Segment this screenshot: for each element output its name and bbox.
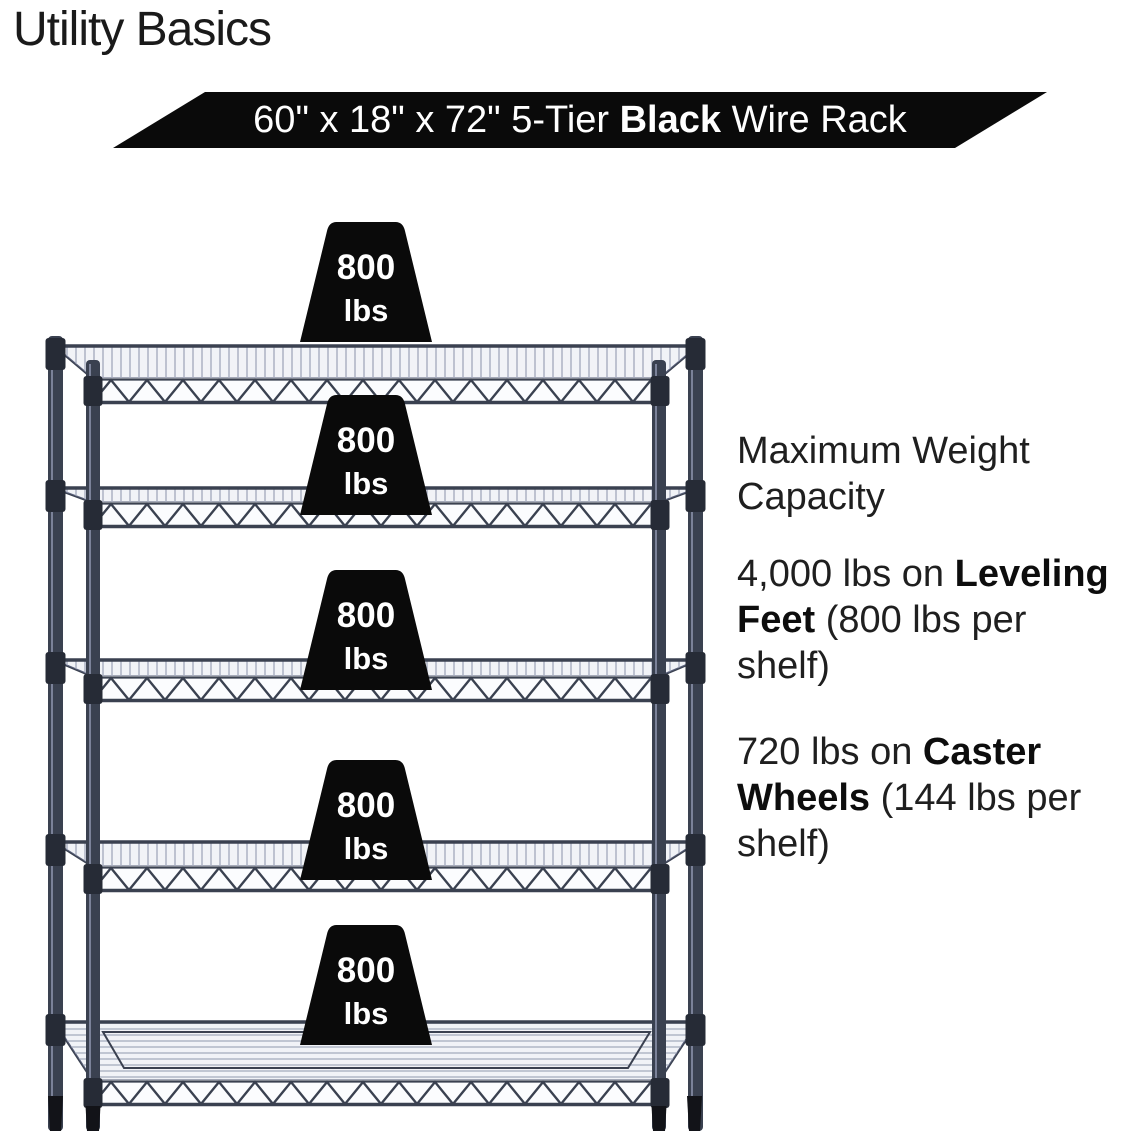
product-title: 60" x 18" x 72" 5-Tier Black Wire Rack (253, 98, 907, 141)
info-heading: Maximum Weight Capacity (737, 428, 1137, 520)
badge-weight-unit: lbs (344, 641, 389, 676)
weight-info-panel: Maximum Weight Capacity 4,000 lbs on Lev… (737, 428, 1137, 867)
product-title-banner: 60" x 18" x 72" 5-Tier Black Wire Rack (113, 92, 1047, 148)
weight-badge-shape (300, 925, 432, 1045)
front-right-post (652, 360, 666, 1131)
badge-weight-value: 800 (337, 596, 395, 635)
weight-badge-1: 800 lbs (300, 222, 432, 342)
weight-badge-shape (300, 760, 432, 880)
weight-badge-5: 800 lbs (300, 925, 432, 1045)
front-left-post (86, 360, 100, 1131)
brand-logo: Utility Basics™ (13, 0, 291, 57)
badge-weight-unit: lbs (344, 466, 389, 501)
back-left-post (48, 336, 63, 1131)
weight-badge-shape (300, 222, 432, 342)
weight-badge-4: 800 lbs (300, 760, 432, 880)
weight-badge-shape (300, 395, 432, 515)
badge-weight-value: 800 (337, 248, 395, 287)
weight-badge-2: 800 lbs (300, 395, 432, 515)
badge-weight-value: 800 (337, 421, 395, 460)
badge-weight-value: 800 (337, 786, 395, 825)
weight-badge-3: 800 lbs (300, 570, 432, 690)
info-heading-line: Capacity (737, 476, 885, 518)
badge-weight-value: 800 (337, 951, 395, 990)
badge-weight-unit: lbs (344, 996, 389, 1031)
post-collars (45, 338, 706, 1108)
back-right-post (688, 336, 703, 1131)
brand-name: Utility Basics (13, 3, 272, 56)
leveling-feet (48, 1096, 702, 1131)
trademark-symbol: ™ (273, 0, 291, 10)
badge-weight-unit: lbs (344, 831, 389, 866)
weight-badge-shape (300, 570, 432, 690)
badge-weight-unit: lbs (344, 293, 389, 328)
info-heading-line: Maximum Weight (737, 430, 1030, 472)
